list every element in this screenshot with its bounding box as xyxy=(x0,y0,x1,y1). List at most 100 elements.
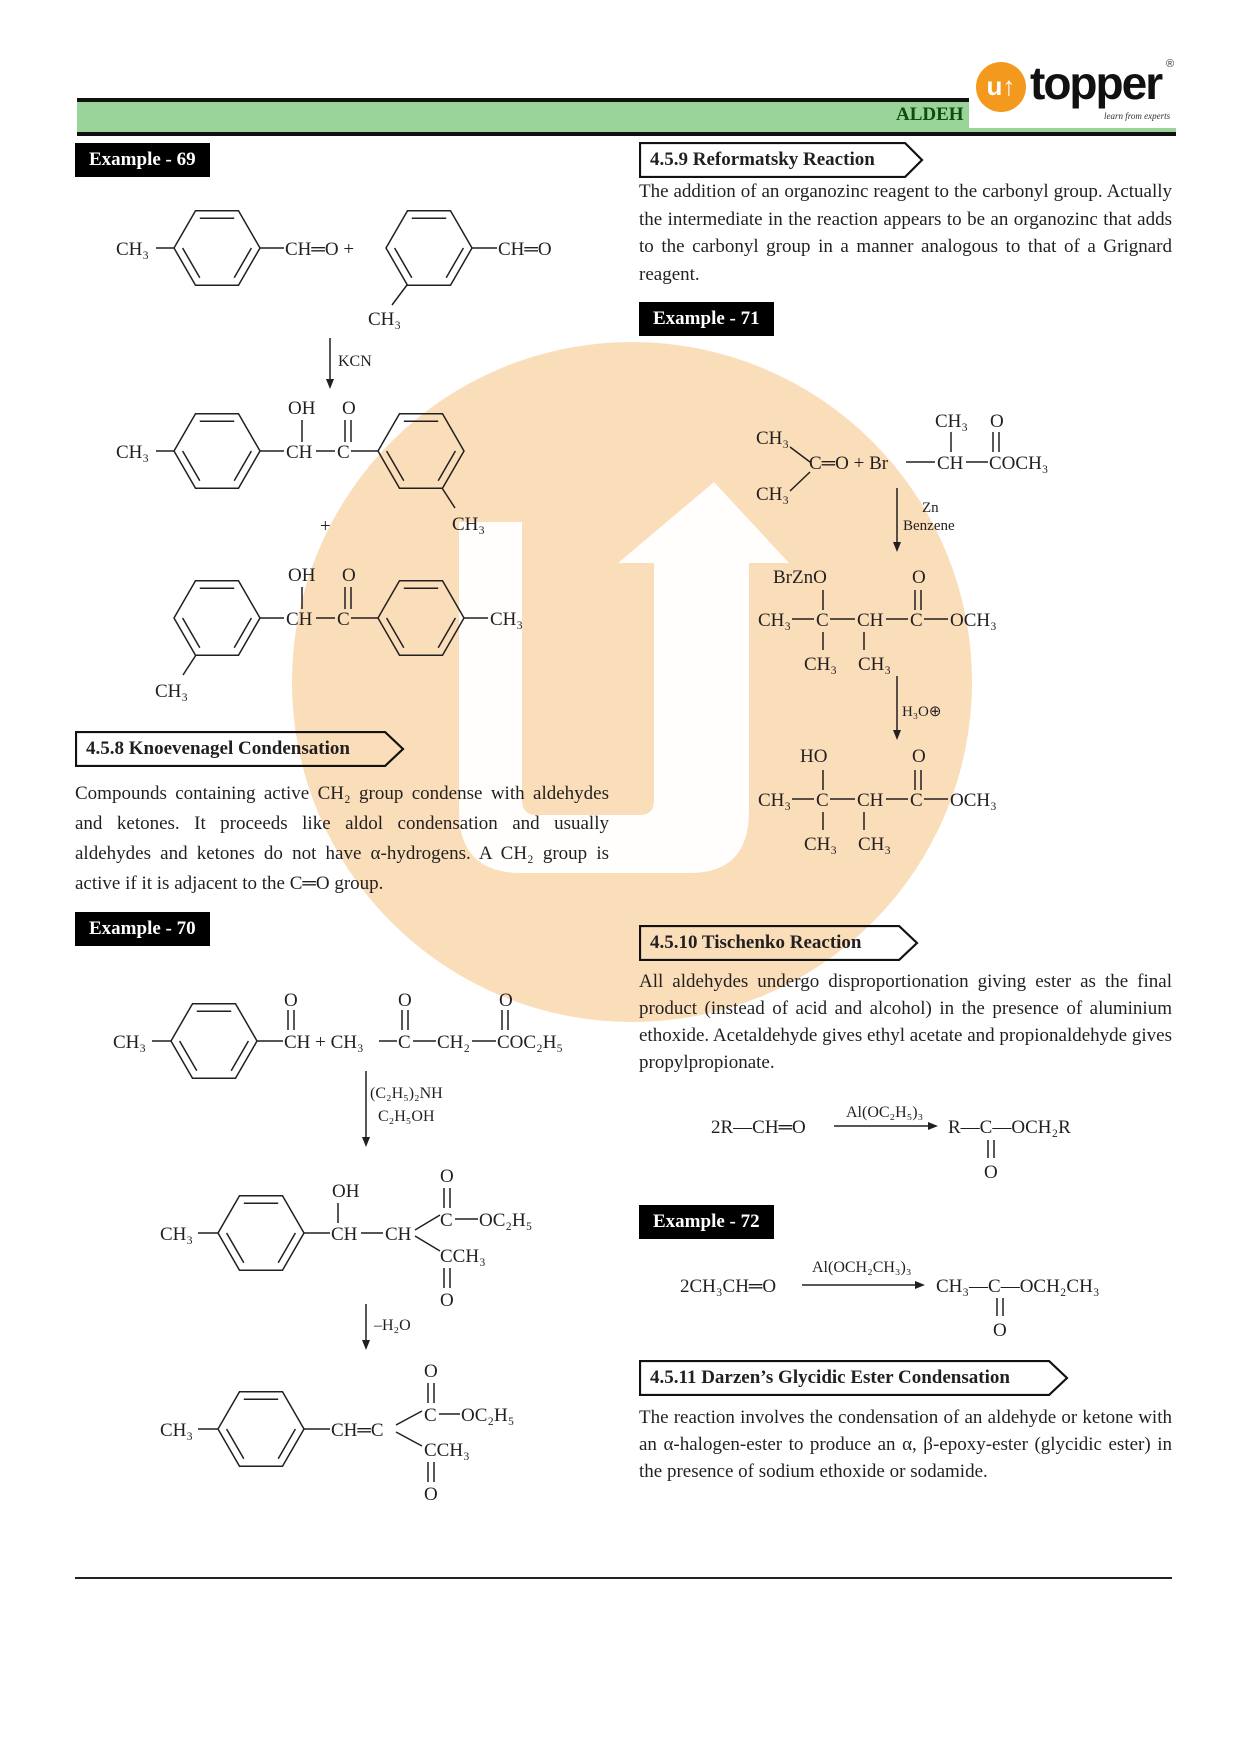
heading-knoevenagel: 4.5.8 Knoevenagel Condensation xyxy=(75,731,405,767)
chem-label: CH₃ xyxy=(160,1224,193,1245)
watermark-circle xyxy=(292,342,972,1022)
chem-label: CH + CH₃ xyxy=(284,1032,364,1053)
arrow-head-icon xyxy=(362,1137,370,1147)
ring-double-bond xyxy=(393,247,413,279)
chem-label: + xyxy=(320,516,331,537)
ring-double-bond xyxy=(225,1428,245,1460)
chem-label: O xyxy=(912,567,926,588)
reformatsky-paragraph: The addition of an organozinc reagent to… xyxy=(639,181,1172,285)
chem-label: CH₃ xyxy=(160,1420,193,1441)
chem-label: O xyxy=(990,411,1004,432)
chem-label: C xyxy=(424,1405,437,1426)
darzen-paragraph: The reaction involves the condensation o… xyxy=(639,1407,1172,1482)
chem-label: COCH₃ xyxy=(989,453,1048,474)
chem-label: OH xyxy=(288,398,316,419)
chem-label: H₃O⊕ xyxy=(902,704,941,720)
header-bottom-rule xyxy=(77,132,1176,136)
bond-line xyxy=(441,487,456,509)
chem-label: Al(OCH₂CH₃)₃ xyxy=(812,1259,911,1276)
chem-label: O xyxy=(284,990,298,1011)
registered-mark: ® xyxy=(1166,58,1175,70)
arrow-head-icon xyxy=(326,379,334,389)
arrow-head-icon xyxy=(928,1122,938,1130)
example-69-label: Example - 69 xyxy=(75,143,210,177)
chem-label: CH₃ xyxy=(756,484,789,505)
chem-label: O xyxy=(984,1162,998,1183)
ring-double-bond xyxy=(277,1428,297,1460)
chem-label: O xyxy=(993,1320,1007,1341)
ring-double-bond xyxy=(233,450,253,482)
chem-label: OH xyxy=(288,565,316,586)
chem-label: Zn xyxy=(922,500,939,516)
chem-label: COC₂H₅ xyxy=(497,1032,563,1053)
logo-icon: u↑ xyxy=(976,62,1026,112)
chem-label: C xyxy=(816,790,829,811)
chem-label: 2CH₃CH═O xyxy=(680,1276,776,1297)
example-71-label: Example - 71 xyxy=(639,302,774,336)
chem-label: C xyxy=(337,609,350,630)
chem-label: BrZnO xyxy=(773,567,827,588)
chem-label: C xyxy=(440,1210,453,1231)
ring-double-bond xyxy=(385,617,405,649)
ring-double-bond xyxy=(178,1040,198,1072)
chem-label: R—C—OCH₂R xyxy=(948,1117,1071,1138)
chem-label: C xyxy=(910,610,923,631)
chapter-title: ALDEH xyxy=(896,104,964,125)
chem-label: O xyxy=(424,1484,438,1505)
chem-label: C xyxy=(816,610,829,631)
chem-label: CH₃ xyxy=(858,654,891,675)
ring-double-bond xyxy=(437,617,457,649)
chem-label: CH₃ xyxy=(155,681,188,702)
heading-reformatsky: 4.5.9 Reformatsky Reaction xyxy=(639,142,924,178)
tischenko-paragraph: All aldehydes undergo disproportionation… xyxy=(639,971,1172,1073)
ring-double-bond xyxy=(181,450,201,482)
chem-label: CCH₃ xyxy=(424,1440,470,1461)
chem-label: C xyxy=(337,442,350,463)
chem-label: O xyxy=(912,746,926,767)
ring-double-bond xyxy=(181,617,201,649)
bond-line xyxy=(395,1410,423,1426)
arrow-head-icon xyxy=(915,1281,925,1289)
bond-line xyxy=(789,471,811,492)
chem-label: OC₂H₅ xyxy=(461,1405,514,1426)
chem-label: CH₃ xyxy=(858,834,891,855)
chem-label: CH═O + xyxy=(285,239,354,260)
chem-label: CH₃ xyxy=(804,654,837,675)
bond-line xyxy=(391,284,408,306)
chem-label: O xyxy=(424,1361,438,1382)
heading-tischenko-text: 4.5.10 Tischenko Reaction xyxy=(650,932,862,953)
chem-label: CH═O xyxy=(498,239,552,260)
ring-double-bond xyxy=(445,247,465,279)
chem-label: C xyxy=(398,1032,411,1053)
benzene-ring-icon xyxy=(217,1195,305,1271)
chem-label: CH═C xyxy=(331,1420,384,1441)
chem-label: O xyxy=(440,1166,454,1187)
chem-label: CH₃ xyxy=(758,790,791,811)
chem-label: –H₂O xyxy=(373,1317,411,1334)
chem-label: CH₃ xyxy=(368,309,401,330)
benzene-ring-icon xyxy=(170,1003,258,1079)
chem-label: CH₃ xyxy=(116,442,149,463)
chem-label: O xyxy=(342,565,356,586)
chem-label: CH xyxy=(286,442,313,463)
arrow-head-icon xyxy=(362,1340,370,1350)
bond-line xyxy=(414,1214,441,1231)
chem-label: CH₃—C—OCH₂CH₃ xyxy=(936,1276,1099,1297)
ring-double-bond xyxy=(181,247,201,279)
chem-label: 2R—CH═O xyxy=(711,1117,806,1138)
chem-label: CH₃ xyxy=(756,428,789,449)
chem-label: CH xyxy=(857,790,884,811)
chem-label: OC₂H₅ xyxy=(479,1210,532,1231)
chem-label: CH₃ xyxy=(116,239,149,260)
header-top-rule xyxy=(77,98,1176,102)
logo-text: topper xyxy=(1030,57,1163,109)
chem-label: (C₂H₅)₂NH xyxy=(370,1085,443,1102)
ring-double-bond xyxy=(385,450,405,482)
knoevenagel-paragraph: Compounds containing active CH₂ group co… xyxy=(75,783,609,894)
chem-label: OH xyxy=(332,1181,360,1202)
chem-label: CH₃ xyxy=(452,514,485,535)
arrow-head-icon xyxy=(893,730,901,740)
heading-reformatsky-text: 4.5.9 Reformatsky Reaction xyxy=(650,149,875,170)
